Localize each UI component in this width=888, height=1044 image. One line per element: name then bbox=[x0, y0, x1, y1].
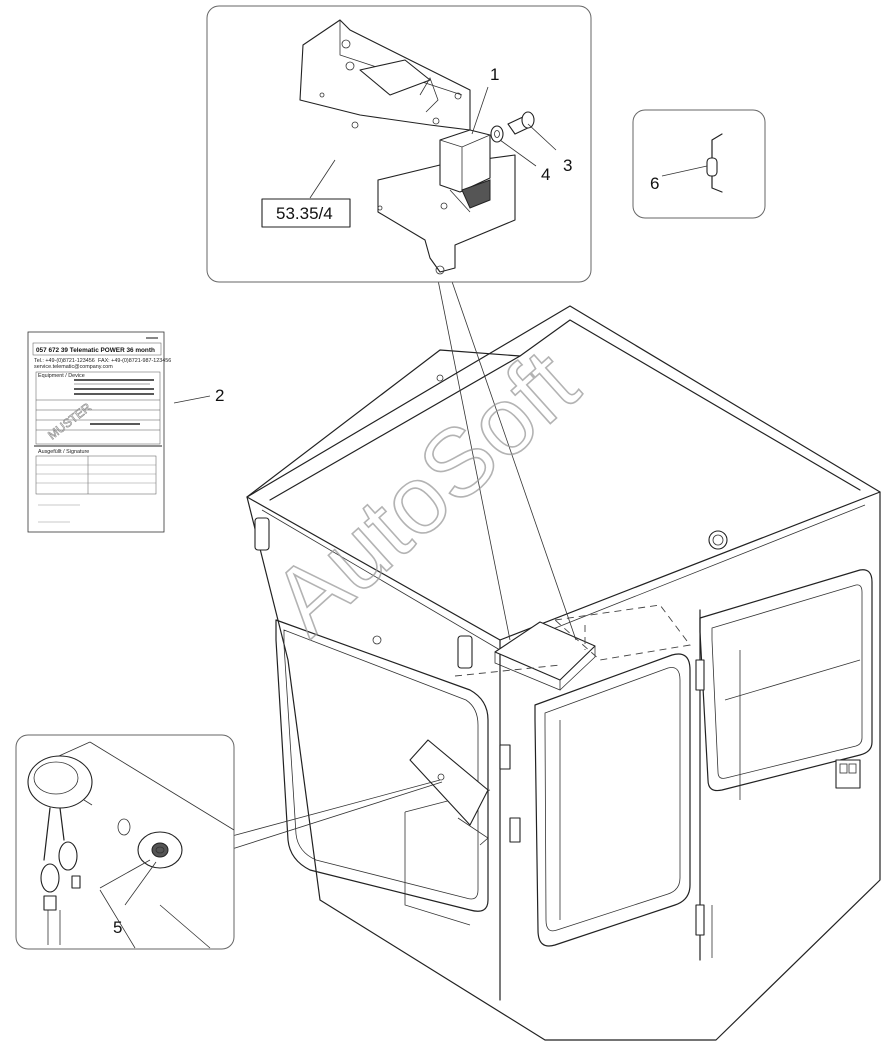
document-email: service.telematic@company.com bbox=[34, 364, 113, 370]
bracket-detail-panel: 53.35/4 1 3 4 bbox=[206, 5, 592, 283]
document-title: 057 672 39 Telematic POWER 36 month bbox=[36, 347, 155, 354]
pointer-lines bbox=[231, 269, 577, 850]
callout-4: 4 bbox=[541, 165, 550, 184]
watermark-text: AutoSoft bbox=[252, 330, 597, 656]
document-fax: FAX: +49-(0)8721-987-123456 bbox=[98, 358, 171, 364]
callout-2: 2 bbox=[215, 386, 224, 405]
cab-body bbox=[246, 305, 881, 1041]
antenna-detail-panel: 5 bbox=[15, 734, 235, 950]
callout-6: 6 bbox=[650, 174, 659, 193]
callout-1: 1 bbox=[490, 65, 499, 84]
reference-box-label: 53.35/4 bbox=[276, 204, 333, 223]
part-6-panel: 6 bbox=[632, 109, 766, 219]
callout-5: 5 bbox=[113, 918, 122, 937]
callout-3: 3 bbox=[563, 156, 572, 175]
document-section-2: Ausgefüllt / Signature bbox=[38, 449, 89, 455]
document-section-1: Equipment / Device bbox=[38, 373, 85, 379]
document-phone: Tel.: +49-(0)8721-123456 bbox=[34, 358, 95, 364]
telematic-document: 057 672 39 Telematic POWER 36 month Tel.… bbox=[27, 331, 224, 533]
